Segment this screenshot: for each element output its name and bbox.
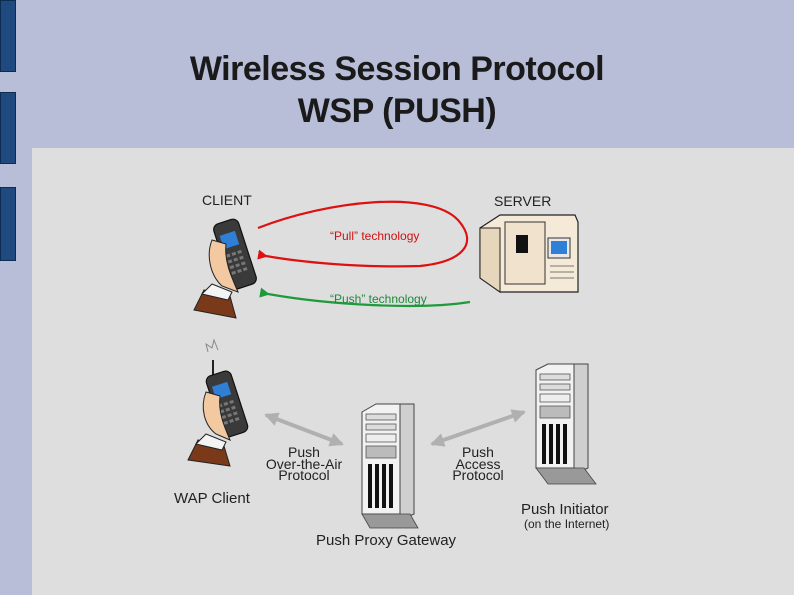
side-bar-3 xyxy=(0,187,16,261)
pull-label: “Pull” technology xyxy=(330,229,419,243)
initiator-label: Push Initiator xyxy=(521,501,609,518)
push-label: “Push” technology xyxy=(330,292,427,306)
access-line2: Access xyxy=(455,456,500,472)
wap-client-phone-icon xyxy=(187,338,249,467)
ota-line1: Push xyxy=(288,444,320,460)
side-bar-1 xyxy=(0,0,16,72)
ota-protocol-label: Push Over-the-Air Protocol xyxy=(266,444,343,483)
ota-line3: Protocol xyxy=(278,467,329,483)
server-computer-icon xyxy=(479,214,579,293)
access-protocol-arrow xyxy=(430,409,526,447)
slide-title-line1: Wireless Session Protocol xyxy=(189,50,605,88)
pull-arrow xyxy=(257,200,469,268)
access-line3: Protocol xyxy=(452,467,503,483)
gateway-label: Push Proxy Gateway xyxy=(316,532,457,549)
slide-title: Wireless Session Protocol WSP (PUSH) xyxy=(0,48,794,132)
client-label: CLIENT xyxy=(202,192,252,208)
side-bar-2 xyxy=(0,92,16,164)
initiator-sublabel: (on the Internet) xyxy=(524,517,609,531)
wap-client-label: WAP Client xyxy=(174,490,251,507)
server-label: SERVER xyxy=(494,193,551,209)
slide-title-line2: WSP (PUSH) xyxy=(297,92,497,130)
ota-protocol-arrow xyxy=(264,412,344,447)
mobile-phone-icon xyxy=(193,218,257,319)
push-arrow xyxy=(259,287,471,308)
initiator-server-icon xyxy=(535,363,597,485)
gateway-server-icon xyxy=(361,403,419,529)
access-line1: Push xyxy=(462,444,494,460)
access-protocol-label: Push Access Protocol xyxy=(452,444,503,483)
ota-line2: Over-the-Air xyxy=(266,456,343,472)
